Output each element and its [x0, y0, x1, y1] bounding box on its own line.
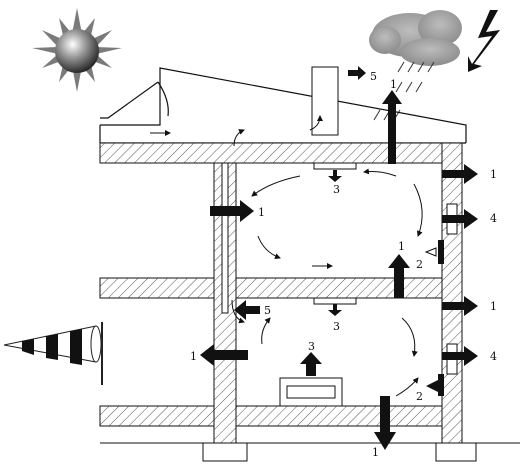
- label-ceiling-outlet: 3: [333, 183, 340, 196]
- label-top-right: 1: [490, 168, 497, 181]
- shaft-outlet-arrow: [234, 300, 260, 320]
- air-flow-lines: [150, 115, 423, 397]
- mid-outlet-arrow: [328, 304, 342, 316]
- top-slab: [99, 142, 463, 164]
- upper-ceiling-vent: [313, 162, 357, 170]
- label-bottom-down: 1: [372, 446, 379, 459]
- label-lower-vent: 2: [416, 390, 423, 403]
- flow-arrows: [200, 66, 478, 450]
- label-upper-floor-up: 1: [398, 240, 405, 253]
- labels: 5 1 1 3 1 4 1 2 1 5 3 4 1 3 2 1: [190, 70, 497, 459]
- ground: [100, 442, 520, 462]
- lightning-icon: [468, 10, 500, 72]
- label-roof-up: 1: [390, 78, 397, 91]
- shaft-inlet-arrow: [210, 200, 254, 222]
- ceiling-down-arrow: [328, 170, 342, 182]
- label-left-out: 1: [190, 350, 197, 363]
- upper-floor-up-arrow: [388, 254, 410, 298]
- heater-up-arrow: [300, 352, 322, 376]
- roof-up-arrow: [382, 90, 402, 164]
- left-out-arrow: [200, 344, 248, 366]
- upper-window-arrow: [442, 209, 478, 229]
- label-shaft-outlet: 5: [264, 304, 271, 317]
- label-upper-vent: 2: [416, 258, 423, 271]
- bottom-slab: [99, 405, 463, 427]
- middle-ceiling-vent: [313, 297, 357, 305]
- right-wall: [441, 142, 463, 444]
- label-mid-outlet: 3: [333, 320, 340, 333]
- sun-icon: [32, 8, 122, 92]
- windsock-icon: [3, 322, 103, 385]
- lower-window-arrow: [442, 346, 478, 366]
- top-right-arrow: [442, 164, 478, 184]
- label-heater-up: 3: [308, 340, 315, 353]
- bottom-down-arrow: [374, 396, 396, 450]
- storm-cloud-icon: [369, 10, 462, 121]
- roof: [99, 67, 467, 144]
- upper-vent-arrow: [424, 240, 444, 264]
- label-roof-outlet: 5: [370, 70, 377, 83]
- label-mid-right: 1: [490, 300, 497, 313]
- middle-slab: [99, 277, 463, 299]
- air-shaft: [221, 162, 229, 314]
- roof-chimney: [311, 66, 339, 136]
- label-upper-window: 4: [490, 212, 497, 225]
- mid-right-arrow: [442, 296, 478, 316]
- lower-vent-arrow: [426, 374, 444, 396]
- label-lower-window: 4: [490, 350, 497, 363]
- label-shaft-inlet: 1: [258, 206, 265, 219]
- roof-outlet-arrow: [348, 66, 366, 80]
